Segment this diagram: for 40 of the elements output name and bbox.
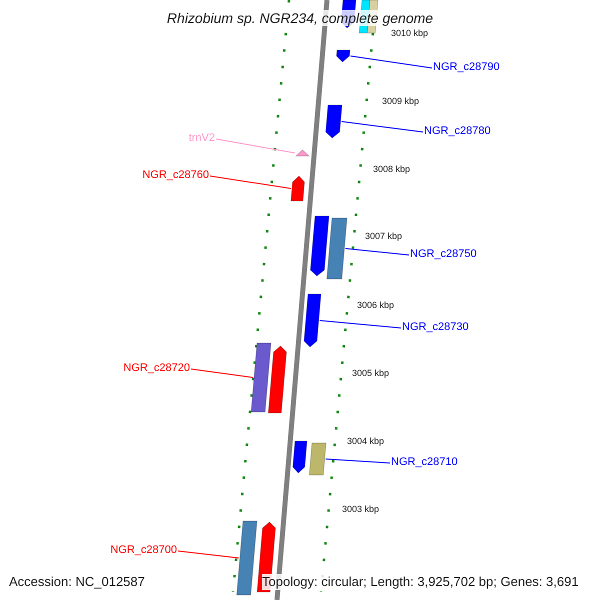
gene-label: NGR_c28720 — [123, 362, 190, 374]
gene-block — [250, 342, 272, 412]
gene-label: NGR_c28750 — [410, 248, 477, 260]
scale-label: 3007 kbp — [365, 231, 402, 242]
gene-label: NGR_c28790 — [433, 61, 500, 73]
leader-line — [350, 56, 432, 68]
gene-pointer — [304, 294, 322, 348]
scale-label: 3004 kbp — [347, 436, 384, 447]
gene-block — [308, 442, 326, 476]
leader-line — [190, 368, 254, 378]
leader-line — [319, 320, 402, 328]
gene-block — [326, 218, 348, 280]
gene-pointer — [290, 176, 305, 202]
scale-label: 3005 kbp — [352, 368, 390, 379]
gene-label: NGR_c28710 — [391, 456, 458, 468]
gene-label: NGR_c28700 — [110, 544, 177, 556]
genome-summary-text: Topology: circular; Length: 3,925,702 bp; Genes: 3,691 — [262, 574, 579, 590]
scale-label: 3006 kbp — [357, 300, 394, 311]
gene-label: trnV2 — [188, 132, 215, 144]
scale-label: 3003 kbp — [342, 504, 380, 515]
gene-pointer — [292, 440, 308, 474]
gene-pointer — [336, 50, 350, 62]
gene-label: NGR_c28760 — [142, 169, 209, 181]
leader-line — [341, 121, 424, 132]
gene-label: NGR_c28780 — [424, 125, 491, 137]
gene-label: NGR_c28730 — [402, 321, 469, 333]
trna-triangle — [295, 150, 310, 156]
leader-line — [210, 176, 292, 189]
accession-text: Accession: NC_012587 — [9, 574, 145, 590]
scale-label: 3010 kbp — [391, 28, 428, 39]
scale-label: 3009 kbp — [382, 96, 420, 107]
scale-label: 3008 kbp — [373, 164, 410, 175]
gene-pointer — [325, 104, 342, 138]
leader-line — [178, 550, 240, 558]
gene-block — [236, 520, 258, 596]
gene-pointer — [268, 346, 287, 414]
leader-line — [216, 138, 296, 154]
gene-pointer — [310, 216, 330, 276]
leader-line — [344, 248, 410, 256]
leader-line — [325, 458, 390, 464]
